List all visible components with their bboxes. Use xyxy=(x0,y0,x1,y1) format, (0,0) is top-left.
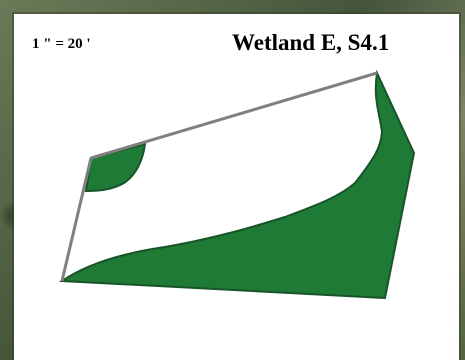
site-outline xyxy=(58,69,416,300)
parcel-boundary-north xyxy=(90,71,378,160)
scale-label: 1 " = 20 ' xyxy=(32,36,91,52)
wetland-area-main xyxy=(58,69,416,300)
map-title: Wetland E, S4.1 xyxy=(232,30,390,55)
parcel-boundary-west xyxy=(60,157,93,282)
